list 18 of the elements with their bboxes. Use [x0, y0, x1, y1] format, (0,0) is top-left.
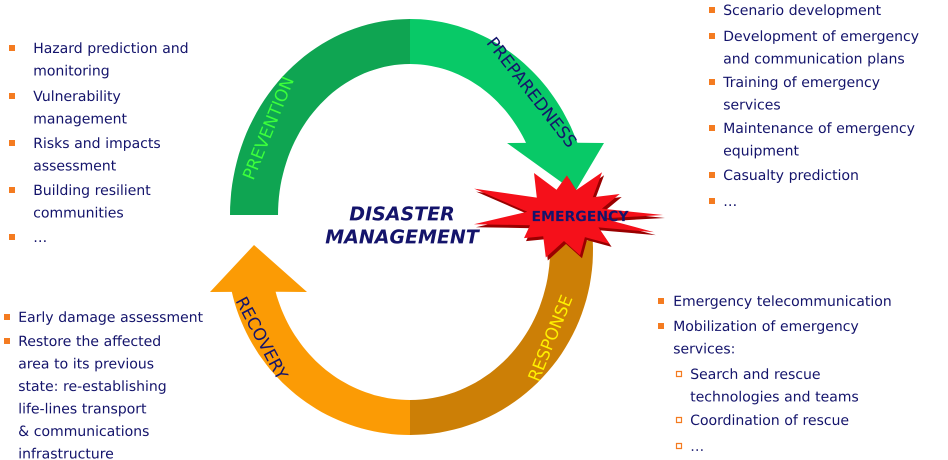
list-item: Training of emergency services [709, 76, 880, 110]
list-item: Early damage assessment [4, 311, 203, 325]
list-item: Scenario development [709, 4, 881, 18]
list-item: Vulnerability management [9, 90, 127, 126]
list-item: Search and rescue technologies and teams [676, 368, 858, 404]
list-item: Restore the affected area to its previous state: re-establishing life-lines transport & communications infrastructure [4, 335, 166, 459]
list-item: Casualty prediction [709, 169, 858, 183]
list-item: Hazard prediction and monitoring [9, 42, 188, 78]
list-item: … [676, 442, 703, 451]
list-item: Maintenance of emergency equipment [709, 122, 915, 158]
list-item: Mobilization of emergency services: [658, 320, 858, 354]
list-item: … [709, 198, 736, 206]
list-item: Risks and impacts assessment [9, 137, 160, 171]
list-item: Coordination of rescue [676, 414, 848, 426]
list-item: Development of emergency and communication plans [709, 30, 919, 66]
list-item: Emergency telecommunication [658, 295, 891, 309]
list-item: Building resilient communities [9, 184, 150, 218]
list-item: … [9, 234, 46, 242]
